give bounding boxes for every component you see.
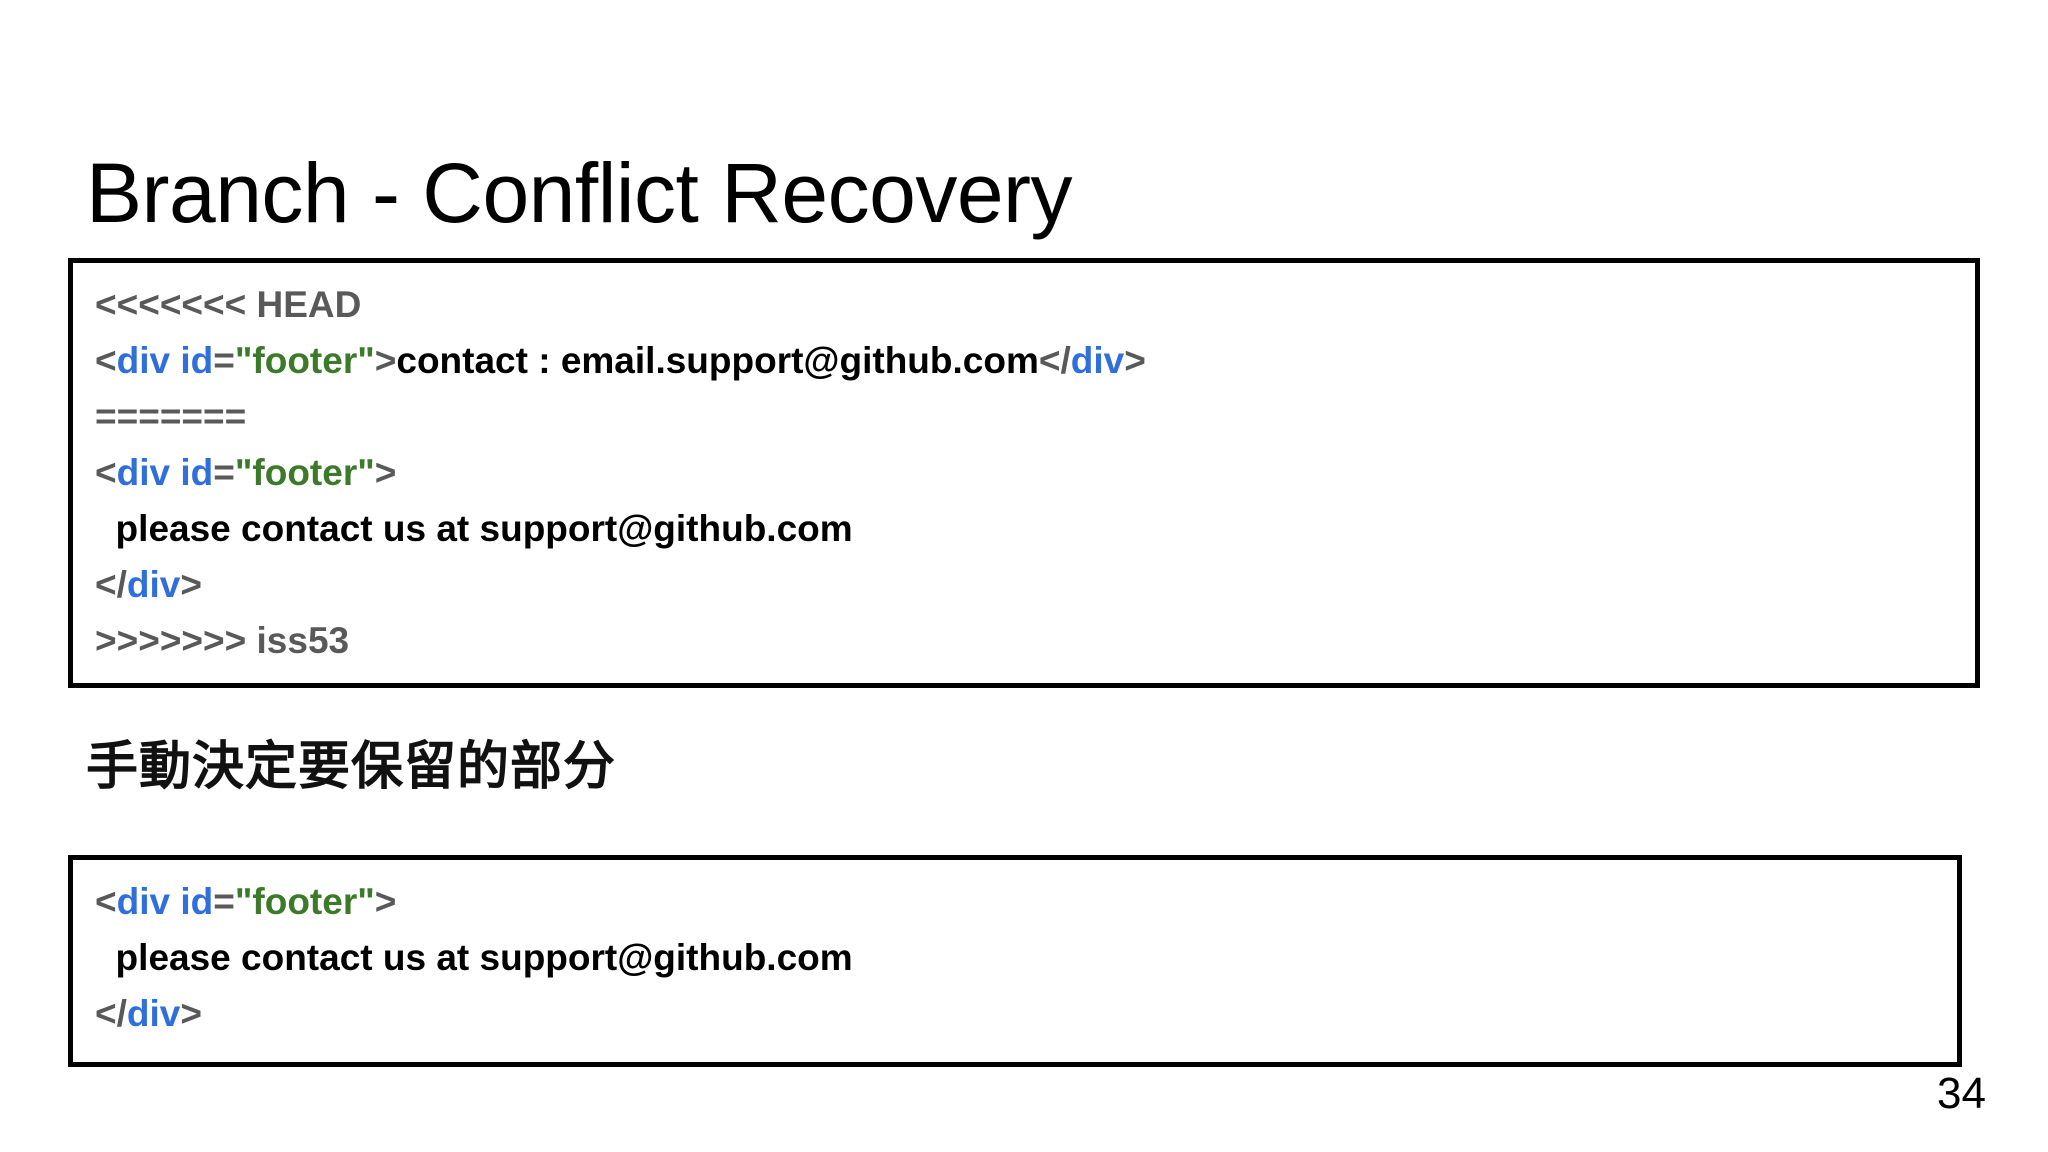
conflict-code-lines: <<<<<<< HEAD<div id="footer">contact : e… [95,277,1967,669]
code-token-value: "footer" [234,881,375,922]
code-token-tag: div [116,881,171,922]
code-token-punct: </ [1038,340,1071,381]
resolved-footer-body: please contact us at support@github.com [95,930,1949,986]
code-token-value: "footer" [234,452,375,493]
code-token-punct: > [180,564,202,605]
code-token-text: please contact us at support@github.com [95,937,853,978]
code-token-punct: > [374,340,397,381]
conflict-code-block: <<<<<<< HEAD<div id="footer">contact : e… [68,258,1980,688]
code-token-marker: ======= [95,396,247,437]
code-token-punct: > [180,993,202,1034]
iss53-footer-close: </div> [95,557,1967,613]
code-token-text [170,881,180,922]
code-token-tag: div [126,993,181,1034]
code-token-punct: > [374,881,397,922]
code-token-tag: div [116,340,171,381]
conflict-end-marker: >>>>>>> iss53 [95,613,1967,669]
code-token-text: contact : email.support@github.com [396,340,1039,381]
resolved-footer-open: <div id="footer"> [95,874,1949,930]
code-token-punct: > [1124,340,1146,381]
code-token-tag: div [126,564,181,605]
resolved-code-block: <div id="footer"> please contact us at s… [68,855,1962,1067]
code-token-value: "footer" [234,340,375,381]
resolved-footer-close: </div> [95,986,1949,1042]
code-token-attr: id [180,881,214,922]
caption-manual-resolution: 手動決定要保留的部分 [86,738,617,796]
code-token-punct: < [95,340,117,381]
code-token-punct: < [95,452,117,493]
code-token-punct: = [213,340,235,381]
conflict-start-marker: <<<<<<< HEAD [95,277,1967,333]
code-token-attr: id [180,340,214,381]
code-token-attr: id [180,452,214,493]
iss53-footer-open: <div id="footer"> [95,445,1967,501]
code-token-punct: > [374,452,397,493]
iss53-footer-body: please contact us at support@github.com [95,501,1967,557]
page-title: Branch - Conflict Recovery [86,146,1073,241]
code-token-punct: </ [95,564,127,605]
head-footer-div: <div id="footer">contact : email.support… [95,333,1967,389]
code-token-marker: <<<<<<< HEAD [95,284,362,325]
conflict-divider-marker: ======= [95,389,1967,445]
code-token-text: please contact us at support@github.com [95,508,853,549]
code-token-punct: < [95,881,117,922]
code-token-text [170,452,180,493]
code-token-punct: = [213,452,235,493]
code-token-punct: = [213,881,235,922]
code-token-tag: div [1070,340,1125,381]
code-token-text [170,340,180,381]
page-number: 34 [1937,1069,1986,1118]
code-token-marker: >>>>>>> iss53 [95,620,350,661]
resolved-code-lines: <div id="footer"> please contact us at s… [95,874,1949,1042]
code-token-tag: div [116,452,171,493]
code-token-punct: </ [95,993,127,1034]
